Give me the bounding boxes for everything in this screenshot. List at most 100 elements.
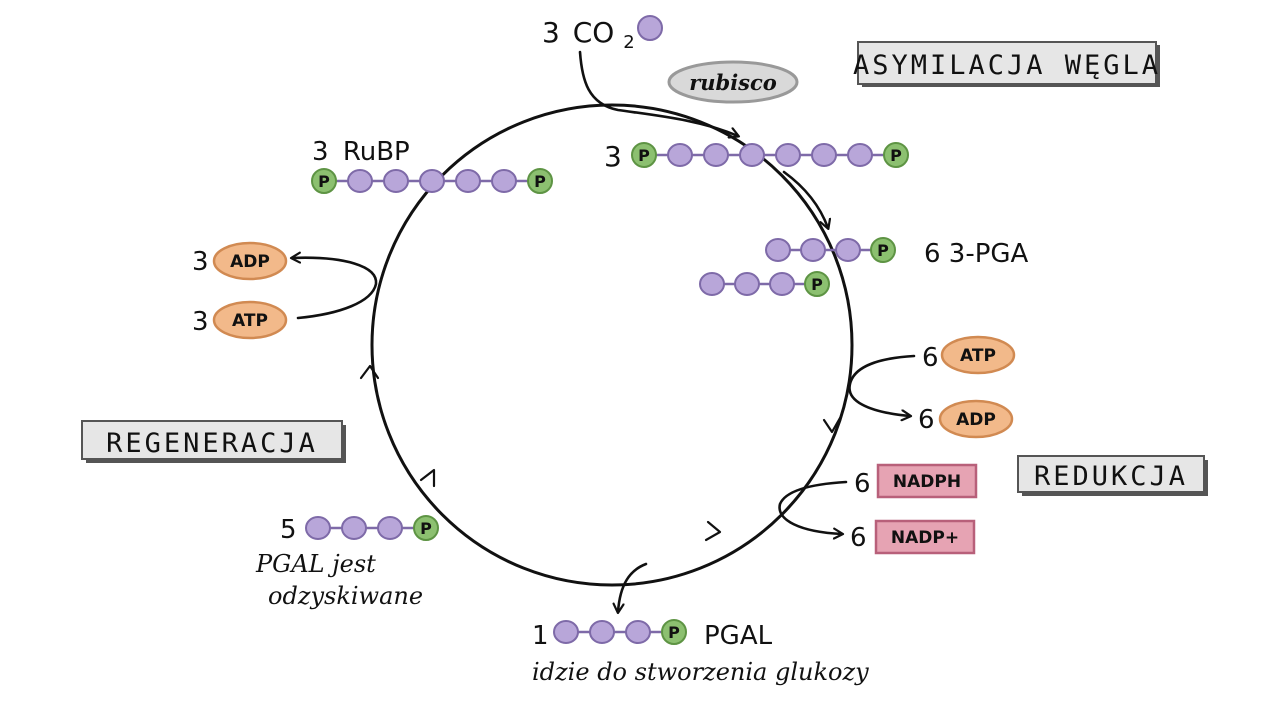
carbon-atom [765,238,791,262]
nadp-text: NADP+ [891,528,959,548]
carbon-atom [734,272,760,296]
regeneration-adp-text: ADP [230,252,270,272]
regeneration-box [81,420,343,460]
phosphate-group [631,142,657,168]
reduction-adp-pill: ADP [938,399,1014,439]
cycle-direction-chevron-bottom [704,520,722,542]
regeneration-text: REGENERACJA [106,428,318,459]
reduction-atp-count: 6 [922,343,939,373]
fixation-phase-label: ASYMILACJA WĘGLA [853,41,1161,87]
nadph-count: 6 [854,469,871,499]
rubisco-text: rubisco [689,70,777,95]
reduction-adp-text: ADP [956,410,996,430]
cycle-circle [370,103,854,587]
unstable-count: 3 [604,140,622,173]
carbon-atom [703,143,729,167]
phosphate-group [413,515,439,541]
co2-subscript: 2 [623,32,634,53]
carbon-atom [347,169,373,193]
co2-input-arrow [578,50,738,136]
carbon-atom [811,143,837,167]
carbon-atom [847,143,873,167]
phosphate-group [527,168,553,194]
cycle-direction-chevron-right [822,416,842,434]
carbon-atom [800,238,826,262]
carbon-atom [589,620,615,644]
to-pga-arrow [782,170,828,228]
fixation-box [857,41,1157,85]
phosphate-group [661,619,687,645]
regeneration-atp-pill: ATP [212,300,288,340]
phosphate-group [883,142,909,168]
rubp-label: 3 RuBP [312,137,410,167]
reduction-atp-arrow [848,354,916,416]
pga-chain-2: P [699,271,830,297]
reduction-atp-pill: ATP [940,335,1016,375]
nadp-tag: NADP+ [874,519,976,555]
pga-label: 6 3-PGA [924,239,1029,269]
phosphate-symbol: P [638,146,650,165]
pga-chain-1: P [765,237,896,263]
regeneration-adp-count: 3 [192,247,209,277]
carbon-atom [455,169,481,193]
phosphate-symbol: P [420,519,432,538]
regeneration-atp-text: ATP [232,311,268,331]
carbon-atom [699,272,725,296]
co2-label: 3 CO 2 [542,15,663,53]
co2-carbon-atom [637,15,663,41]
co2-formula: CO [573,16,615,49]
pgal-out-count: 1 [532,621,549,651]
pgal-recycled-text-1: PGAL jest [255,550,376,578]
carbon-atom [667,143,693,167]
phosphate-symbol: P [811,275,823,294]
carbon-atom [383,169,409,193]
carbon-atom [553,620,579,644]
regeneration-phase-label: REGENERACJA [81,420,346,463]
carbon-atom [835,238,861,262]
phosphate-group [870,237,896,263]
carbon-atom [341,516,367,540]
reduction-adp-count: 6 [918,405,935,435]
carbon-atom [377,516,403,540]
fixation-text: ASYMILACJA WĘGLA [853,50,1161,81]
rubisco-enzyme: rubisco [667,60,799,104]
phosphate-symbol: P [668,623,680,642]
carbon-atom [625,620,651,644]
pgal-out-name: PGAL [704,621,773,651]
reduction-box [1017,455,1205,493]
nadph-tag: NADPH [876,463,978,499]
phosphate-symbol: P [890,146,902,165]
carbon-atom [491,169,517,193]
svg-text:3 CO 2: 3 CO 2 [542,16,635,53]
cycle-direction-chevron-left [359,364,380,380]
nadph-text: NADPH [893,472,961,492]
carbon-atom [775,143,801,167]
carbon-atom [769,272,795,296]
pgal-recycled-text-2: odzyskiwane [268,582,423,610]
rubp-count: 3 [312,137,329,167]
phosphate-symbol: P [534,172,546,191]
reduction-phase-label: REDUKCJA [1017,455,1208,496]
carbon-atom [739,143,765,167]
reduction-atp-text: ATP [960,346,996,366]
phosphate-symbol: P [877,241,889,260]
regeneration-atp-arrow [292,258,378,320]
rubp-name: RuBP [343,137,410,167]
pgal-recycled-count: 5 [280,515,297,545]
co2-count: 3 [542,16,560,49]
carbon-atom [419,169,445,193]
pgal-out-text: idzie do stworzenia glukozy [532,658,869,686]
reduction-text: REDUKCJA [1034,461,1188,492]
pgal-output-chain: P [553,619,687,645]
cycle-direction-chevron-lower-left [419,468,436,488]
regeneration-adp-pill: ADP [212,241,288,281]
phosphate-group [804,271,830,297]
reduction-nadph-arrow [778,480,848,534]
pgal-output-arrow [618,562,648,612]
nadp-count: 6 [850,523,867,553]
regeneration-atp-count: 3 [192,307,209,337]
pgal-recycled-chain: P [305,515,439,541]
